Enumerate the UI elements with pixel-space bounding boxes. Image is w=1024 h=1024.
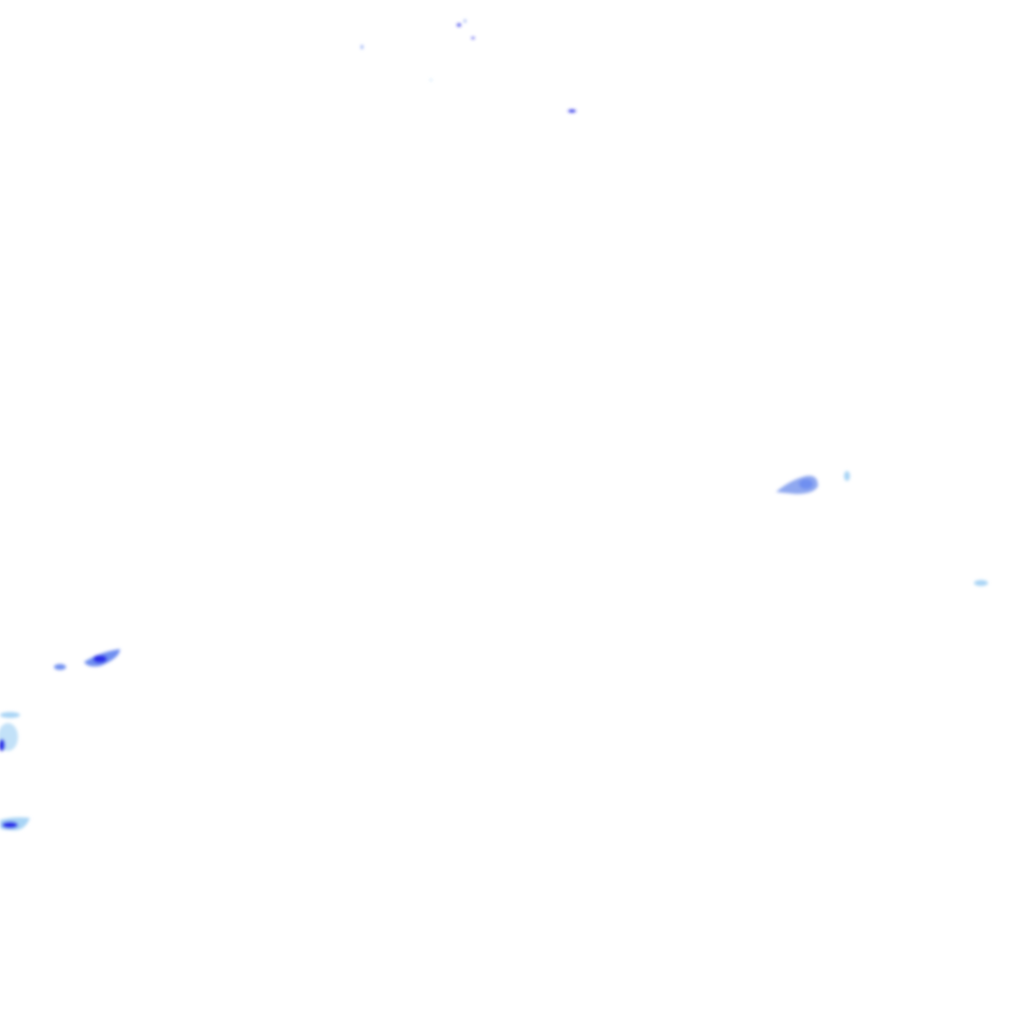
echo-speck: [430, 79, 432, 81]
echo-speck: [471, 37, 475, 39]
echo-speck: [361, 45, 363, 49]
echo-cell: [844, 471, 850, 481]
echo-core: [93, 655, 107, 663]
echo-cell: [0, 712, 20, 718]
echo-speck: [464, 19, 466, 23]
echo-cell: [799, 479, 813, 489]
echo-core: [2, 821, 18, 829]
echo-cell: [54, 664, 66, 670]
echo-speck: [457, 23, 461, 27]
echo-cell: [974, 580, 988, 586]
echo-core: [0, 739, 5, 751]
echo-speck: [568, 109, 576, 113]
